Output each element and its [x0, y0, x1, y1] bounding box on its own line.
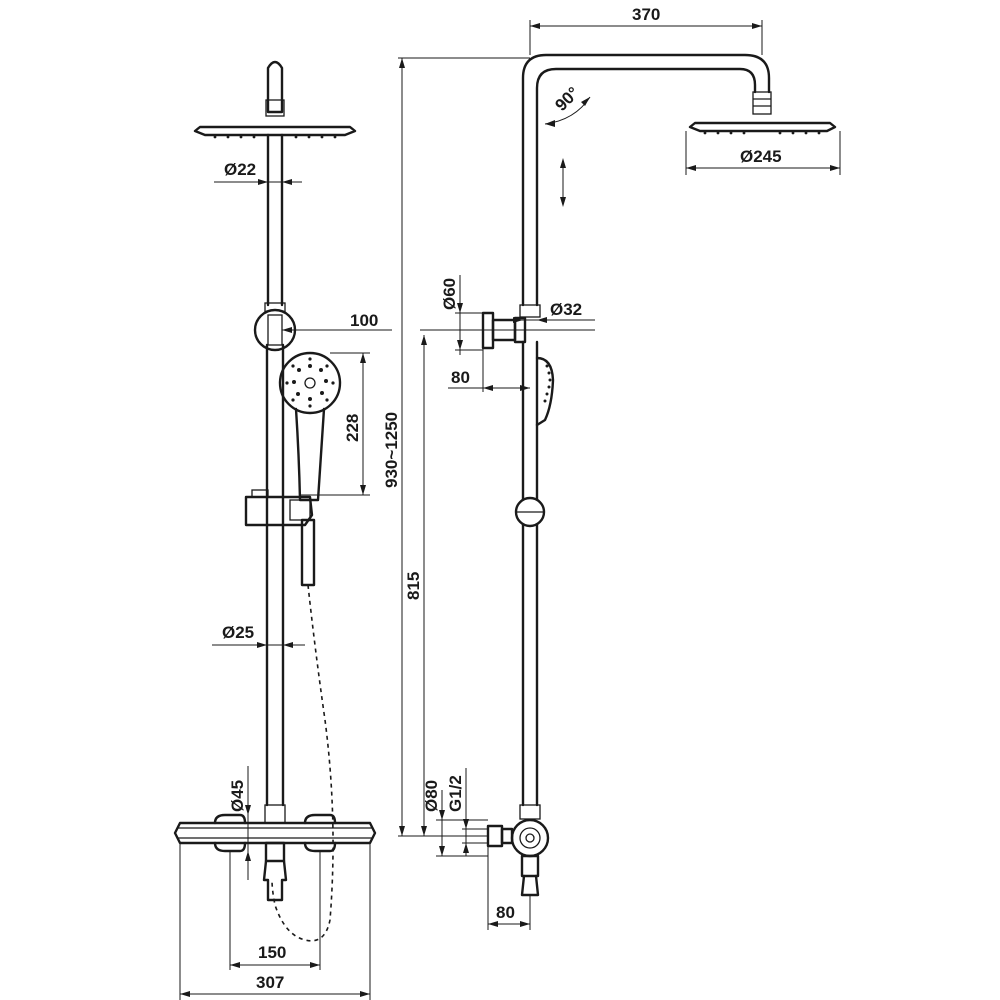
- side-connector-diameter-label: Ø80: [422, 780, 441, 812]
- side-bracket-depth-label: 80: [451, 368, 470, 387]
- side-spout: [520, 874, 540, 897]
- front-thermostatic-valve: [173, 804, 377, 863]
- front-hose: [271, 584, 334, 942]
- side-column-diameter-label: Ø32: [550, 300, 582, 319]
- side-shower-arm: [521, 53, 771, 307]
- front-valve-diameter-label: Ø45: [228, 780, 247, 812]
- front-hose-handle: [300, 518, 316, 587]
- side-thread-label: G1/2: [446, 775, 465, 812]
- side-arm-reach-label: 370: [632, 5, 660, 24]
- side-rain-head-nozzles: [703, 131, 821, 135]
- side-height-range-label: 930~1250: [382, 412, 401, 488]
- front-handshower-offset-label: 100: [350, 311, 378, 330]
- side-bracket-diameter-label: Ø60: [440, 278, 459, 310]
- side-view: [481, 53, 837, 897]
- front-rain-head-nozzles: [213, 135, 337, 139]
- front-head-connector: [265, 99, 285, 117]
- side-head-connector: [752, 91, 772, 115]
- front-view: [173, 60, 377, 942]
- front-top-cap: [266, 60, 284, 114]
- front-inlet-spacing-label: 150: [258, 943, 286, 962]
- side-rain-head: [688, 121, 837, 133]
- front-handshower-length-label: 228: [343, 414, 362, 442]
- front-pipe-lower-diameter-label: Ø25: [222, 623, 254, 642]
- front-pipe-upper-diameter-label: Ø22: [224, 160, 256, 179]
- side-valve-height-label: 815: [404, 572, 423, 600]
- front-hand-shower: [278, 351, 342, 502]
- front-rain-head: [193, 125, 357, 137]
- side-inlet-depth-label: 80: [496, 903, 515, 922]
- side-dimensions: 370 90° Ø245 930~1250 Ø60 Ø32 80: [382, 5, 841, 930]
- front-dimensions: Ø22 100 228 Ø25 Ø45 150 307: [179, 160, 392, 1000]
- side-hand-shower: [535, 356, 555, 427]
- front-spout: [262, 859, 288, 902]
- side-head-diameter-label: Ø245: [740, 147, 782, 166]
- side-valve: [486, 804, 550, 878]
- side-pipe-joint: [519, 304, 541, 318]
- side-hand-shower-nozzles: [543, 364, 552, 403]
- front-valve-width-label: 307: [256, 973, 284, 992]
